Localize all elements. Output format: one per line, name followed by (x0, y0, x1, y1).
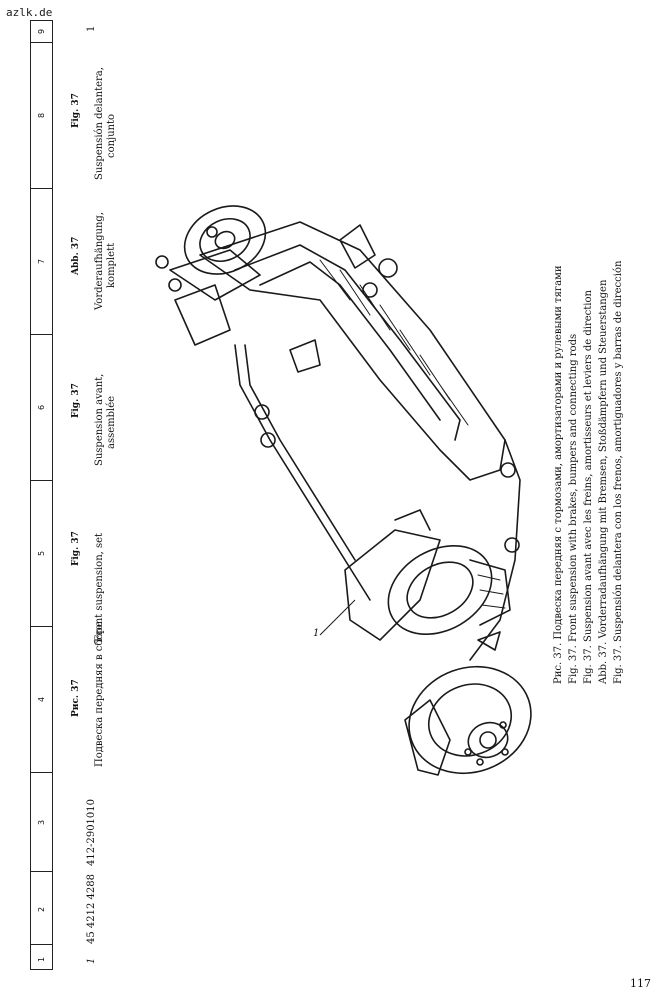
column-separator (30, 871, 53, 872)
table-left-edge (30, 20, 53, 21)
tie-rod (234, 344, 371, 601)
column-separator (30, 188, 53, 189)
table-top-rule (30, 20, 31, 970)
coil-spring-seat (387, 544, 493, 636)
caption-ru: Рис. 37. Подвеска передняя с тормозами, … (553, 265, 564, 684)
watermark-text: azlk.de (6, 6, 53, 19)
caption-fr: Fig. 37. Suspension avant avec les frein… (583, 290, 594, 684)
table-header-rule (52, 20, 53, 970)
page-number: 117 (630, 977, 651, 990)
callout-label: 1 (313, 628, 320, 639)
lower-control-arm (344, 529, 441, 641)
caption-en: Fig. 37. Front suspension with brakes, b… (568, 333, 579, 684)
callout-leader-line (319, 599, 356, 636)
upper-control-arm-top (169, 249, 261, 301)
column-separator (30, 42, 53, 43)
lower-brake-disc (408, 665, 532, 775)
table-bottom-edge (30, 969, 53, 970)
column-separator (30, 772, 53, 773)
column-separator (30, 334, 53, 335)
brake-caliper (404, 699, 451, 776)
column-separator (30, 626, 53, 627)
column-separator (30, 480, 53, 481)
crossmember (199, 221, 506, 481)
caption-de: Abb. 37. Vorderradaufhängung mit Bremsen… (598, 279, 609, 684)
caption-es: Fig. 37. Suspensión delantera con los fr… (613, 260, 624, 684)
column-separator (30, 944, 53, 945)
